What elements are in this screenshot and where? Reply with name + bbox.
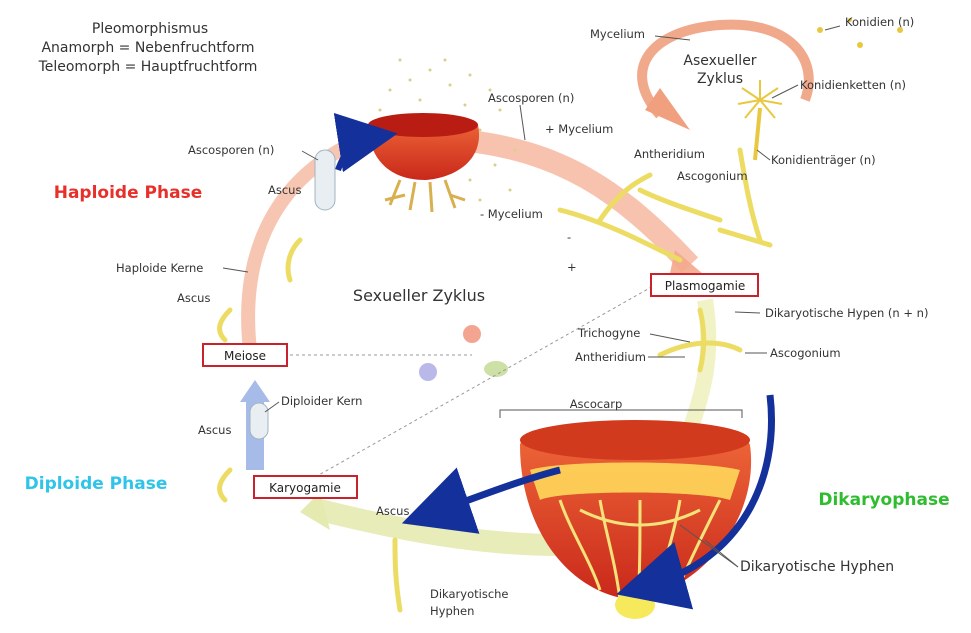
label-haploide-kerne: Haploide Kerne xyxy=(116,261,203,275)
dikaryo-bottom-band xyxy=(320,510,560,545)
sexual-cycle-title: Sexueller Zyklus xyxy=(353,286,485,305)
legend-line-1: Pleomorphismus xyxy=(92,21,208,37)
ascus-diploid xyxy=(250,403,268,439)
label-dikaryotische-bottom-2: Hyphen xyxy=(430,604,474,618)
navy-arrow-top xyxy=(338,138,368,170)
label-dikaryotische-bottom-1: Dikaryotische xyxy=(430,587,509,601)
label-konidientraeger: Konidienträger (n) xyxy=(771,153,876,167)
top-ascocarp xyxy=(368,113,479,212)
label-plus-mycelium: + Mycelium xyxy=(545,122,613,136)
phase-diploid: Diploide Phase xyxy=(25,474,168,494)
nucleus-red xyxy=(463,325,481,343)
label-ascus-left-low: Ascus xyxy=(198,423,231,437)
asexual-cycle-title-1: Asexueller xyxy=(683,53,756,69)
label-ascocarp: Ascocarp xyxy=(570,397,623,411)
label-plus-sign: + xyxy=(567,260,577,274)
conidiophore xyxy=(738,80,782,160)
label-ascogonium-top: Ascogonium xyxy=(677,169,748,183)
label-ascogonium-mid: Ascogonium xyxy=(770,346,841,360)
label-minus-sign: - xyxy=(567,230,571,244)
label-antheridium-mid: Antheridium xyxy=(575,350,646,364)
nucleus-green xyxy=(484,361,508,377)
karyogamie-label: Karyogamie xyxy=(269,481,341,495)
meiose-label: Meiose xyxy=(224,349,266,363)
label-antheridium-top: Antheridium xyxy=(634,147,705,161)
ascocarp-bracket xyxy=(500,410,742,418)
plasmogamie-label: Plasmogamie xyxy=(665,279,746,293)
label-trichogyne: Trichogyne xyxy=(577,326,640,340)
label-konidien: Konidien (n) xyxy=(845,15,914,29)
label-dikaryotische-big: Dikaryotische Hyphen xyxy=(740,559,894,575)
label-ascosporen-top: Ascosporen (n) xyxy=(488,91,574,105)
legend-line-3: Teleomorph = Hauptfruchtform xyxy=(38,59,258,75)
label-konidienketten: Konidienketten (n) xyxy=(800,78,906,92)
label-mycelium-top: Mycelium xyxy=(590,27,645,41)
label-diploider-kern: Diploider Kern xyxy=(281,394,362,408)
phase-haploid: Haploide Phase xyxy=(54,183,203,203)
main-ascocarp xyxy=(520,420,751,619)
asexual-cycle-title-2: Zyklus xyxy=(697,71,743,87)
label-ascus-left-top: Ascus xyxy=(268,183,301,197)
label-ascus-left-mid: Ascus xyxy=(177,291,210,305)
phase-dikaryo: Dikaryophase xyxy=(818,490,949,510)
label-ascus-bottom: Ascus xyxy=(376,504,409,518)
label-ascosporen-left: Ascosporen (n) xyxy=(188,143,274,157)
legend-line-2: Anamorph = Nebenfruchtform xyxy=(41,40,254,56)
ascus-top-left xyxy=(315,150,335,210)
label-dikaryotische-hypen: Dikaryotische Hypen (n + n) xyxy=(765,306,928,320)
label-minus-mycelium: - Mycelium xyxy=(480,207,543,221)
nucleus-blue xyxy=(419,363,437,381)
